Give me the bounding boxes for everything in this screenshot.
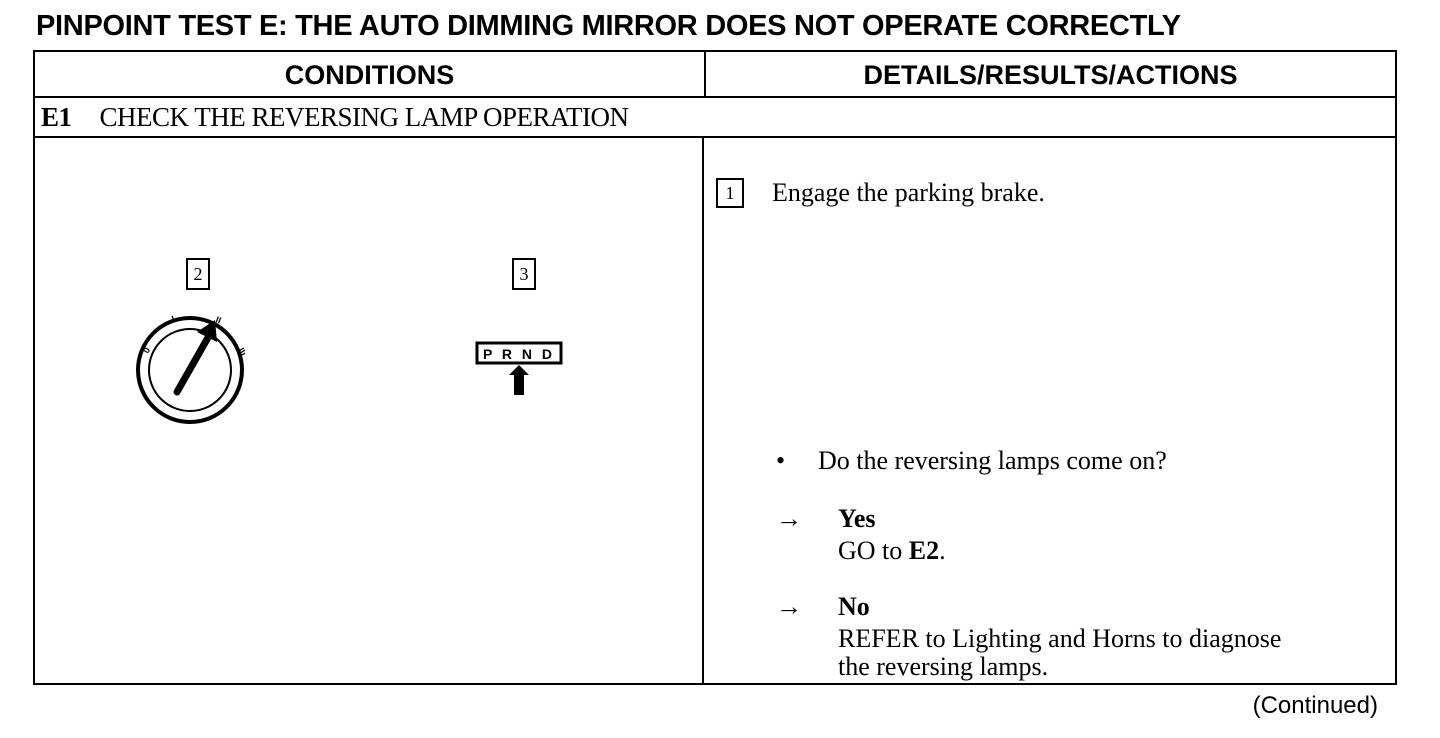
question-bullet: • [776,446,786,475]
step-id: E1 [41,102,72,132]
yes-arrow-icon: → [776,504,802,533]
header-rule [35,96,1395,98]
header-conditions: CONDITIONS [284,60,455,90]
ignition-pos-3: III [236,346,245,358]
no-arrow-icon: → [776,592,802,621]
ignition-pos-1: I [170,314,176,324]
header-details: DETAILS/RESULTS/ACTIONS [863,60,1238,90]
step-title: CHECK THE REVERSING LAMP OPERATION [99,102,630,132]
yes-label: Yes [838,504,876,533]
action-1-number: 1 [716,178,744,208]
ignition-switch-icon: 0 I II III [136,314,245,424]
step-rule [35,136,1395,138]
ignition-pos-0: 0 [141,346,152,355]
continued-note: (Continued) [1252,692,1378,719]
header-divider [704,52,706,96]
no-label: No [838,592,870,621]
yes-action-target: E2 [908,536,940,565]
gear-selector-text: P R N D [483,346,555,362]
no-action-line-2: the reversing lamps. [838,652,1049,681]
action-1-text: Engage the parking brake. [772,178,1045,207]
column-divider [702,137,704,683]
figure-2-number: 2 [186,258,210,290]
pinpoint-table: CONDITIONS DETAILS/RESULTS/ACTIONS E1 CHE… [33,50,1397,685]
no-action-line-1: REFER to Lighting and Horns to diagnose [838,624,1282,653]
ignition-pos-2: II [214,314,222,325]
page-title: PINPOINT TEST E: THE AUTO DIMMING MIRROR… [36,10,1181,42]
yes-action: GO to E2. [838,536,946,565]
figure-3-number: 3 [512,258,536,290]
step-row: E1 CHECK THE REVERSING LAMP OPERATION [41,98,629,136]
question-text: Do the reversing lamps come on? [818,446,1167,475]
gear-selector-icon: P R N D [475,341,563,395]
